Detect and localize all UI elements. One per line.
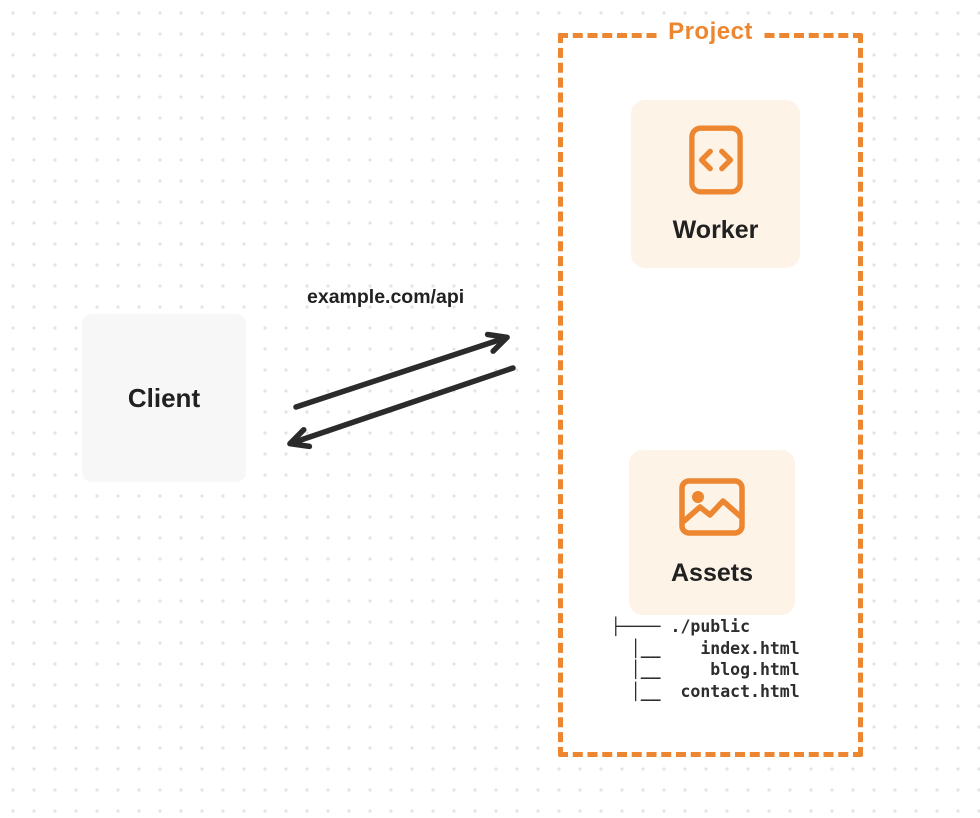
- response-arrow: [287, 365, 516, 450]
- assets-file-tree: ├──── ./public │__ index.html │__ blog.h…: [610, 617, 800, 701]
- project-label: Project: [659, 18, 762, 46]
- client-label: Client: [127, 382, 201, 413]
- code-document-icon: [688, 125, 743, 194]
- image-icon: [679, 477, 745, 536]
- assets-label: Assets: [671, 558, 753, 587]
- worker-node: Worker: [631, 100, 800, 268]
- client-node: Client: [82, 314, 246, 482]
- worker-label: Worker: [672, 215, 759, 244]
- assets-node: Assets: [629, 450, 795, 615]
- request-arrow: [293, 331, 510, 410]
- request-url-label: example.com/api: [307, 286, 465, 308]
